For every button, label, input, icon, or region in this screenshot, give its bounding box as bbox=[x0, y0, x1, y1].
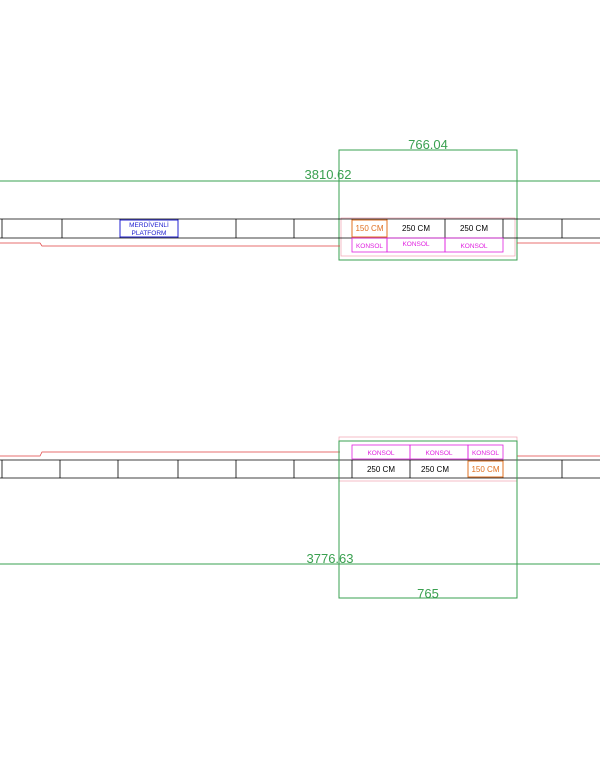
bottom-red-guide-line bbox=[0, 451, 340, 457]
top-red-guide-line bbox=[0, 242, 340, 247]
stair-platform-box bbox=[119, 219, 179, 238]
bottom-overall-dimension-text: 3776.63 bbox=[307, 551, 354, 566]
top-module-label-1: 150 CM bbox=[355, 224, 383, 233]
top-section-outline bbox=[340, 217, 516, 257]
top-console-label-3: KONSOL bbox=[460, 243, 487, 250]
bottom-module-box-3 bbox=[467, 460, 504, 478]
stair-platform-label-line1: MERDİVENLİ bbox=[129, 220, 169, 229]
top-module-box-1 bbox=[351, 219, 388, 238]
top-section-frame bbox=[338, 149, 518, 261]
bottom-console-label-2: KONSOL bbox=[425, 450, 452, 457]
bottom-section-dimension-text: 765 bbox=[417, 586, 439, 601]
stair-platform-label-line2: PLATFORM bbox=[132, 230, 167, 237]
top-console-label-1: KONSOL bbox=[356, 243, 383, 250]
bottom-section-frame bbox=[338, 440, 518, 599]
top-plan: 3810.62 766.04 MERDİVENLİ PLATFORM bbox=[0, 137, 600, 261]
top-module-label-3: 250 CM bbox=[460, 224, 488, 233]
bottom-console-row bbox=[351, 444, 504, 460]
top-module-label-2: 250 CM bbox=[402, 224, 430, 233]
bottom-plan: KONSOL KONSOL KONSOL 250 CM 250 CM 150 C… bbox=[0, 436, 600, 601]
top-console-label-2: KONSOL bbox=[402, 241, 429, 248]
top-section-dimension-text: 766.04 bbox=[408, 137, 448, 152]
top-overall-dimension-text: 3810.62 bbox=[305, 167, 352, 182]
bottom-module-label-2: 250 CM bbox=[421, 465, 449, 474]
bottom-module-label-3: 150 CM bbox=[471, 465, 499, 474]
top-console-row bbox=[351, 237, 504, 253]
bottom-console-label-3: KONSOL bbox=[472, 450, 499, 457]
bottom-module-label-1: 250 CM bbox=[367, 465, 395, 474]
bottom-console-label-1: KONSOL bbox=[367, 450, 394, 457]
